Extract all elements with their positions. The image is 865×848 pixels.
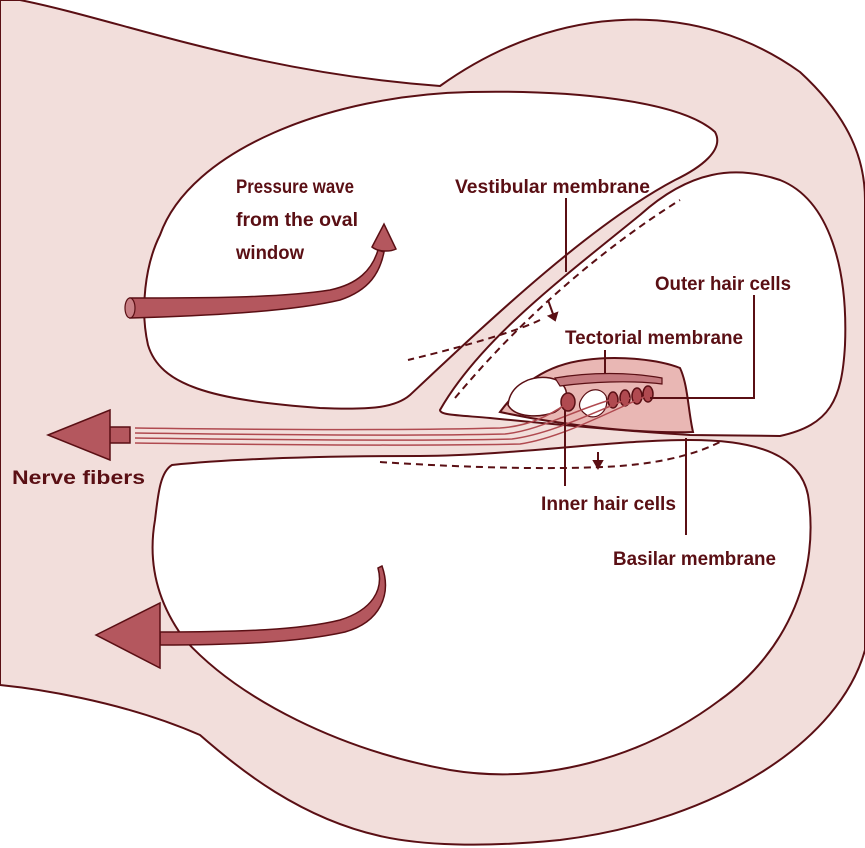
label-inner-hair-cells: Inner hair cells [541,494,676,515]
label-nerve-fibers: Nerve fibers [12,468,145,489]
inner-hair-cell-group [561,393,575,411]
label-tectorial-membrane: Tectorial membrane [565,328,743,349]
inner-hair-cell [561,393,575,411]
label-pressure-wave-2: from the oval [236,210,358,231]
label-vestibular-membrane: Vestibular membrane [455,177,650,198]
label-pressure-wave-1: Pressure wave [236,177,354,198]
label-outer-hair-cells: Outer hair cells [655,274,791,295]
label-pressure-wave-3: window [235,243,304,264]
outer-hair-cell [643,386,653,402]
label-basilar-membrane: Basilar membrane [613,549,776,570]
